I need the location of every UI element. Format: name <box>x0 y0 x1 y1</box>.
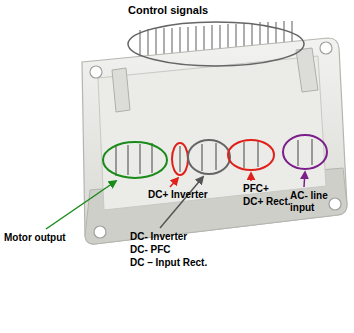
pfc-plus-ellipse <box>228 140 274 170</box>
terminal-label: DC- Inverter <box>130 231 187 243</box>
caption-label: Control signals <box>128 4 208 16</box>
leader-arrow <box>160 177 203 228</box>
leader-arrow <box>250 173 252 181</box>
terminal-label: DC+ Rect. <box>243 196 291 208</box>
power-pins <box>116 139 312 176</box>
leader-arrow <box>170 178 178 187</box>
motor-output-ellipse <box>103 142 167 178</box>
leader-arrow <box>46 181 116 229</box>
terminal-label: DC- PFC <box>130 244 171 256</box>
terminal-label: DC – Input Rect. <box>130 257 207 269</box>
terminal-label: PFC+ <box>243 183 269 195</box>
terminal-label: AC- line input <box>290 190 336 214</box>
terminal-label: Motor output <box>4 232 66 244</box>
module-housing <box>82 38 347 244</box>
ac-line-ellipse <box>283 135 327 169</box>
dc-plus-inverter-ellipse <box>172 143 188 175</box>
control-pins-ellipse <box>128 22 304 66</box>
housing-rim <box>98 56 326 210</box>
leader-arrow <box>304 172 305 187</box>
terminal-label: DC+ Inverter <box>148 189 208 201</box>
mounting-holes <box>90 42 341 238</box>
dc-minus-ellipse <box>188 140 230 174</box>
